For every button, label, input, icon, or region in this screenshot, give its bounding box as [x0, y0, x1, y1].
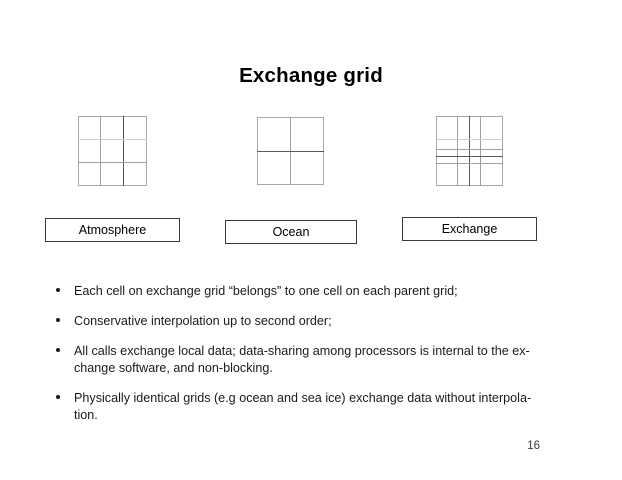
- bullet-text: Physically identical grids (e.g ocean an…: [74, 391, 532, 405]
- bullet-item: Conservative interpolation up to second …: [54, 313, 564, 330]
- bullet-list: Each cell on exchange grid “belongs” to …: [54, 283, 564, 437]
- grid-line-horizontal: [78, 139, 147, 140]
- bullet-item: Each cell on exchange grid “belongs” to …: [54, 283, 564, 300]
- exchange-label-box: Exchange: [402, 217, 537, 241]
- grid-line-vertical: [480, 116, 481, 186]
- grid-line-horizontal: [436, 139, 503, 140]
- atmosphere-grid-figure: [78, 116, 147, 186]
- page-title: Exchange grid: [239, 64, 383, 87]
- ocean-grid-figure: [257, 117, 324, 185]
- grid-line-horizontal: [436, 163, 503, 164]
- bullet-item: Physically identical grids (e.g ocean an…: [54, 390, 564, 424]
- atmosphere-label-text: Atmosphere: [78, 223, 147, 237]
- grid-line-horizontal: [257, 151, 324, 152]
- bullet-dot-icon: [56, 395, 60, 399]
- grid-line-vertical: [457, 116, 458, 186]
- grid-line-horizontal: [78, 162, 147, 163]
- page-number: 16: [527, 440, 540, 452]
- exchange-grid-figure: [436, 116, 503, 186]
- atmosphere-label-box: Atmosphere: [45, 218, 180, 242]
- bullet-dot-icon: [56, 288, 60, 292]
- grid-line-horizontal: [436, 149, 503, 150]
- bullet-text: Each cell on exchange grid “belongs” to …: [74, 284, 458, 298]
- bullet-text-continued: tion.: [74, 408, 98, 422]
- bullet-text: Conservative interpolation up to second …: [74, 314, 332, 328]
- grid-line-vertical-ocean: [469, 116, 470, 186]
- grid-outline: [78, 116, 147, 186]
- grid-line-vertical: [123, 116, 124, 186]
- grid-line-vertical: [100, 116, 101, 186]
- bullet-text: All calls exchange local data; data-shar…: [74, 344, 530, 358]
- bullet-item: All calls exchange local data; data-shar…: [54, 343, 564, 377]
- bullet-dot-icon: [56, 348, 60, 352]
- exchange-label-text: Exchange: [441, 222, 498, 236]
- ocean-label-box: Ocean: [225, 220, 357, 244]
- ocean-label-text: Ocean: [272, 225, 310, 239]
- bullet-text-continued: change software, and non-blocking.: [74, 361, 273, 375]
- bullet-dot-icon: [56, 318, 60, 322]
- grid-line-horizontal-ocean: [436, 156, 503, 157]
